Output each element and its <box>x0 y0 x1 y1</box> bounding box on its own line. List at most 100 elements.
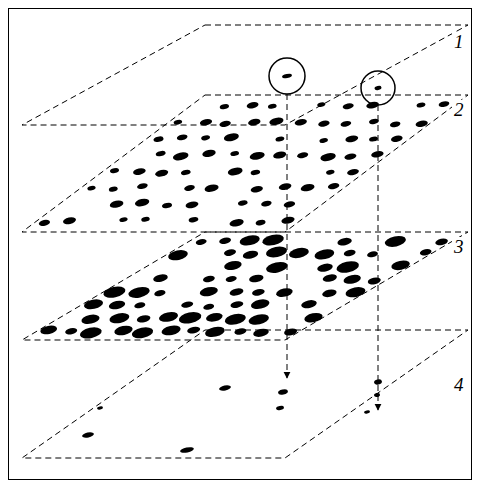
spot <box>83 298 104 311</box>
spot <box>161 324 182 337</box>
spot <box>108 299 126 310</box>
spot <box>155 169 169 178</box>
spot <box>249 151 265 161</box>
selection-circle <box>269 58 305 94</box>
spot <box>322 288 338 298</box>
spot <box>202 149 217 158</box>
spot <box>154 289 166 297</box>
spot <box>141 216 150 222</box>
layer-planes <box>22 25 468 458</box>
spot <box>343 273 362 285</box>
spot <box>181 300 194 308</box>
spot <box>438 100 450 108</box>
spot <box>297 151 309 159</box>
spot <box>344 152 357 160</box>
spot <box>288 246 310 260</box>
spot <box>161 202 172 209</box>
spot <box>131 326 154 340</box>
spot <box>318 120 331 128</box>
spot <box>110 167 120 174</box>
spot <box>219 237 232 245</box>
spot <box>261 200 272 207</box>
spot <box>119 217 128 223</box>
spot <box>261 233 284 248</box>
spot <box>416 102 426 109</box>
spot <box>224 312 247 326</box>
spot <box>219 120 232 128</box>
spot <box>320 152 337 163</box>
spot <box>340 120 352 128</box>
plane-outline <box>22 330 468 458</box>
spot <box>374 392 381 397</box>
spot <box>108 186 118 193</box>
spot <box>282 73 293 79</box>
spot <box>134 198 150 208</box>
spot <box>204 183 219 193</box>
spot <box>153 136 164 143</box>
spot <box>158 310 179 323</box>
spot <box>202 275 215 283</box>
plane-number: 1 <box>452 32 466 51</box>
spot <box>342 102 354 110</box>
spot <box>172 151 189 162</box>
spot <box>180 446 195 454</box>
spot <box>343 249 356 257</box>
spot <box>155 150 166 157</box>
spot <box>134 301 146 309</box>
projection-arrow <box>378 105 379 410</box>
spot <box>247 118 261 127</box>
spot <box>252 327 269 338</box>
spot <box>137 182 149 190</box>
spot <box>317 102 326 108</box>
spot <box>199 285 219 297</box>
spot <box>65 327 78 336</box>
plane-number: 3 <box>452 237 466 256</box>
spot <box>327 182 340 190</box>
spot <box>303 311 323 324</box>
spot <box>390 259 410 272</box>
plane-outline <box>22 95 468 232</box>
spot <box>255 219 266 226</box>
spot <box>62 216 76 225</box>
spot <box>81 313 101 325</box>
spot <box>113 324 133 337</box>
spot <box>273 150 287 159</box>
spot <box>335 259 360 274</box>
spot <box>109 311 131 325</box>
spot <box>242 249 259 260</box>
spot <box>205 312 223 324</box>
spot <box>319 137 328 143</box>
projection-arrow <box>287 94 288 378</box>
spot <box>300 299 317 310</box>
spot <box>337 237 353 247</box>
spot-pattern <box>38 73 450 454</box>
spot <box>250 169 260 176</box>
selection-circle <box>361 71 395 105</box>
spot <box>283 327 297 336</box>
spot <box>97 406 103 410</box>
spot <box>415 119 428 128</box>
spot <box>38 219 50 227</box>
spot <box>326 169 335 175</box>
spot <box>248 273 264 283</box>
spot <box>367 276 381 285</box>
spot <box>294 118 307 127</box>
spot <box>132 167 146 176</box>
spot <box>203 303 215 311</box>
spot <box>278 389 289 396</box>
spot <box>364 410 370 414</box>
spot <box>173 119 182 125</box>
spot <box>419 248 432 256</box>
spot <box>227 166 243 176</box>
spot <box>250 298 270 311</box>
spot <box>371 150 385 159</box>
spot <box>87 185 96 191</box>
spot <box>40 324 58 336</box>
spot <box>268 103 278 109</box>
frame <box>9 9 472 480</box>
spot <box>199 118 212 127</box>
spot <box>153 273 169 283</box>
spot <box>314 248 336 262</box>
plane-number: 4 <box>452 375 466 394</box>
